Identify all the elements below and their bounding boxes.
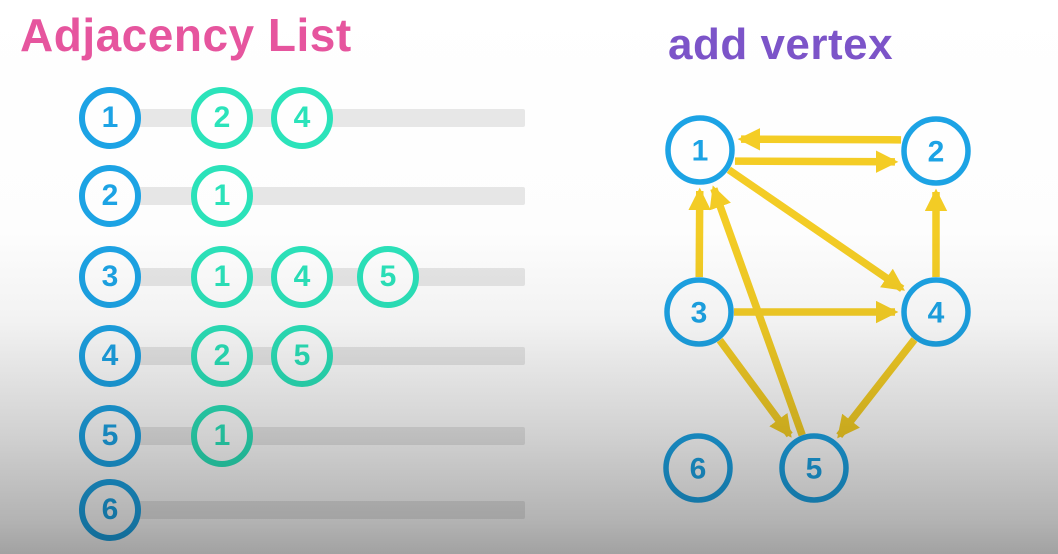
graph-edge-4-5 <box>836 337 918 439</box>
graph-node-2: 2 <box>901 116 971 186</box>
graph-node-label: 2 <box>928 136 945 169</box>
graph-node-label: 6 <box>690 453 707 486</box>
graph-node-3: 3 <box>664 277 734 347</box>
graph-node-label: 3 <box>691 297 708 330</box>
graph-node-4: 4 <box>901 277 971 347</box>
graph-edge-2-1 <box>737 128 902 151</box>
graph-edge-3-1 <box>688 187 711 278</box>
graph-node-label: 4 <box>928 297 945 330</box>
graph-node-6: 6 <box>663 433 733 503</box>
graph-edge-1-2 <box>734 150 899 173</box>
graph-edge-1-4 <box>726 166 905 292</box>
graph-node-1: 1 <box>665 115 735 185</box>
graph-node-label: 1 <box>692 135 709 168</box>
graph-node-5: 5 <box>779 433 849 503</box>
graph-edge-3-5 <box>716 337 793 438</box>
graph-node-label: 5 <box>806 453 823 486</box>
